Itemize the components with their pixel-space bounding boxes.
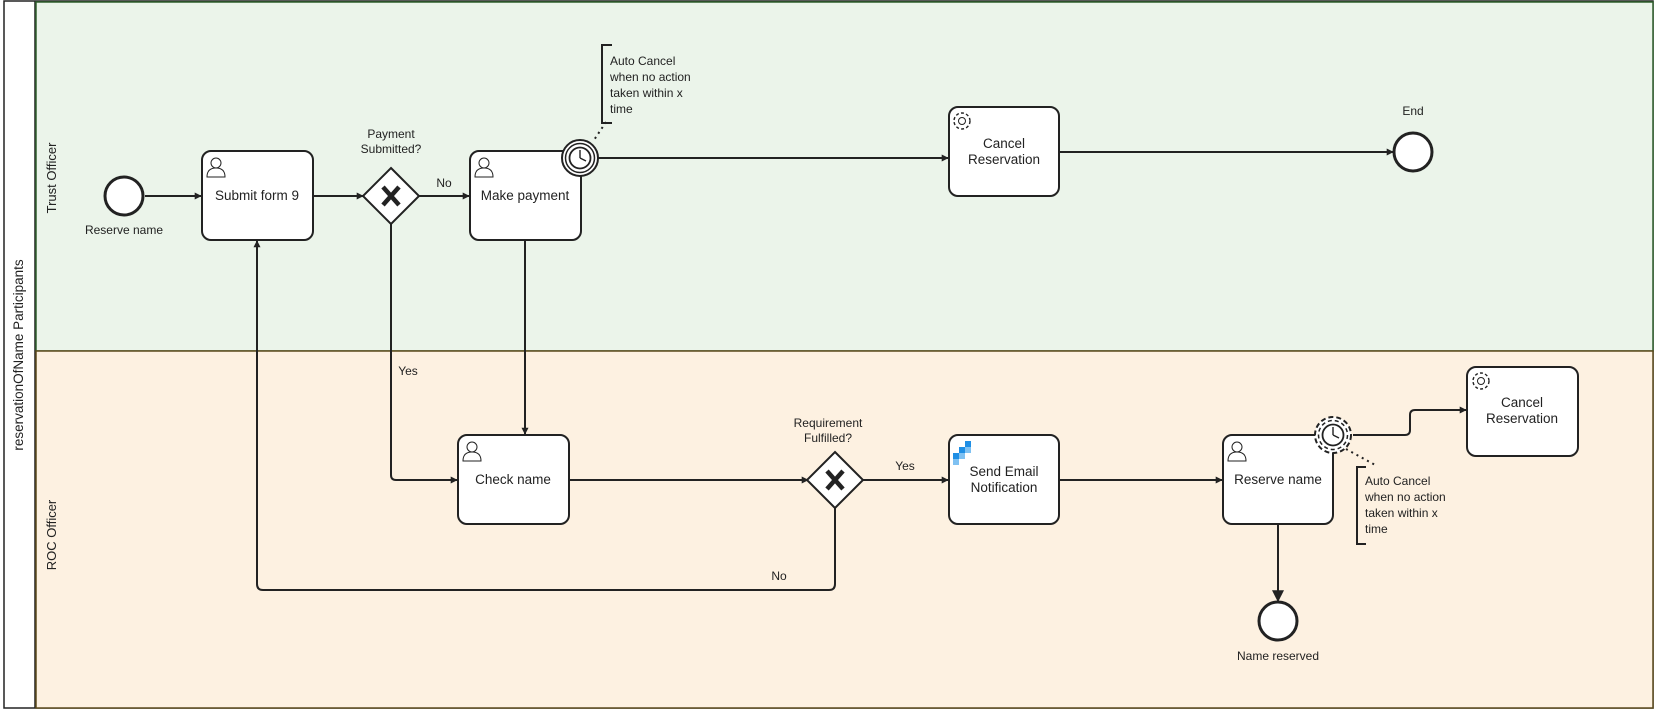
annotation-2-line3: taken within x — [1365, 506, 1438, 520]
task-cancel-reservation-2-box[interactable] — [1466, 366, 1579, 457]
task-reserve-name-label: Reserve name — [1234, 472, 1322, 487]
task-check-name[interactable]: Check name — [457, 434, 570, 525]
task-cancel-reservation-2-line2: Reservation — [1486, 411, 1558, 426]
lane-label-roc-officer: ROC Officer — [44, 499, 59, 570]
lane-roc-officer — [35, 350, 1654, 709]
text-annotation-1[interactable]: Auto Cancel when no action taken within … — [593, 44, 691, 141]
task-cancel-reservation-1-box[interactable] — [948, 106, 1060, 197]
task-submit-form-label: Submit form 9 — [215, 188, 299, 203]
annotation-2-line1: Auto Cancel — [1365, 474, 1430, 488]
gear-icon — [1472, 372, 1490, 390]
end-event-name-reserved[interactable] — [1257, 600, 1299, 642]
task-send-email-line2: Notification — [971, 480, 1038, 495]
flow-gateway-yes-to-check — [390, 224, 458, 484]
task-make-payment[interactable]: Make payment — [469, 150, 582, 241]
task-cancel-reservation-2[interactable]: Cancel Reservation — [1466, 366, 1579, 457]
task-check-name-label: Check name — [475, 472, 551, 487]
flow-label-payment-no: No — [436, 176, 452, 190]
sequence-flows — [145, 148, 1467, 603]
annotation-1-line2: when no action — [609, 70, 691, 84]
end-event-trust-label: End — [1402, 104, 1423, 118]
end-event-trust[interactable] — [1392, 131, 1434, 173]
annotation-bracket — [601, 44, 612, 124]
task-cancel-reservation-1-line2: Reservation — [968, 152, 1040, 167]
gateway-payment-label-line2: Submitted? — [361, 142, 422, 156]
user-icon — [206, 157, 226, 178]
gateway-requirement-fulfilled[interactable] — [805, 450, 865, 510]
pool-label: reservationOfName Participants — [11, 259, 26, 451]
task-reserve-name-box[interactable] — [1222, 434, 1334, 525]
clock-icon — [1321, 423, 1345, 447]
annotation-bracket — [1356, 466, 1366, 545]
task-cancel-reservation-1-line1: Cancel — [983, 136, 1025, 151]
text-annotation-2[interactable]: Auto Cancel when no action taken within … — [1345, 448, 1446, 545]
lane-label-trust-officer: Trust Officer — [44, 142, 59, 213]
task-submit-form-box[interactable] — [201, 150, 314, 241]
task-make-payment-box[interactable] — [469, 150, 582, 241]
annotation-2-line4: time — [1365, 522, 1388, 536]
boundary-timer-event-1[interactable] — [561, 139, 599, 177]
annotation-1-line1: Auto Cancel — [610, 54, 675, 68]
task-send-email-box[interactable] — [948, 434, 1060, 525]
gateway-requirement-label-line2: Fulfilled? — [804, 431, 852, 445]
gateway-payment-submitted[interactable] — [361, 166, 421, 226]
flow-label-requirement-no: No — [771, 569, 787, 583]
flow-label-payment-yes: Yes — [398, 364, 418, 378]
gateway-requirement-label-line1: Requirement — [794, 416, 863, 430]
flow-label-requirement-yes: Yes — [895, 459, 915, 473]
user-icon — [1227, 441, 1247, 462]
start-event-label: Reserve name — [85, 223, 163, 237]
task-check-name-box[interactable] — [457, 434, 570, 525]
flow-gateway-no-to-submit — [253, 240, 836, 591]
exclusive-x-icon — [825, 469, 845, 491]
annotation-1-line3: taken within x — [610, 86, 683, 100]
start-event-reserve-name[interactable] — [103, 175, 145, 217]
clock-icon — [568, 146, 592, 170]
annotation-1-line4: time — [610, 102, 633, 116]
flow-timer-to-cancel-2 — [1353, 406, 1467, 436]
user-icon — [474, 157, 494, 178]
user-icon — [462, 441, 482, 462]
task-reserve-name[interactable]: Reserve name — [1222, 434, 1334, 525]
annotation-2-line2: when no action — [1364, 490, 1446, 504]
task-send-email[interactable]: Send Email Notification — [948, 434, 1060, 525]
end-event-roc-label: Name reserved — [1237, 649, 1319, 663]
task-cancel-reservation-1[interactable]: Cancel Reservation — [948, 106, 1060, 197]
gear-icon — [953, 112, 971, 130]
script-icon — [953, 441, 971, 465]
task-send-email-line1: Send Email — [969, 464, 1038, 479]
gateway-payment-label-line1: Payment — [367, 127, 415, 141]
annotation-association — [593, 121, 607, 141]
boundary-timer-event-2[interactable] — [1314, 416, 1352, 454]
task-cancel-reservation-2-line1: Cancel — [1501, 395, 1543, 410]
task-submit-form[interactable]: Submit form 9 — [201, 150, 314, 241]
exclusive-x-icon — [381, 185, 401, 207]
task-make-payment-label: Make payment — [481, 188, 570, 203]
